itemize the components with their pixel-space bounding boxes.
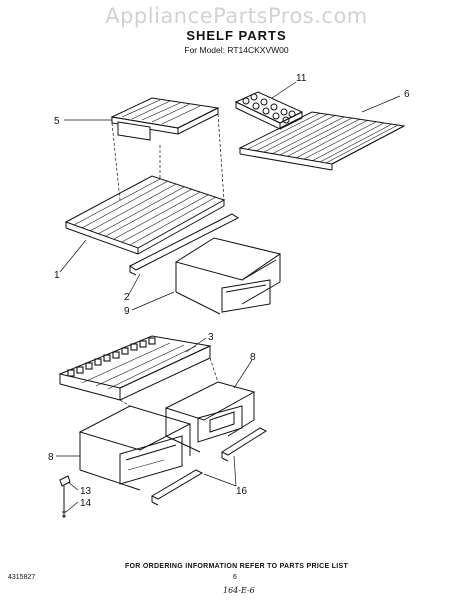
callout-8-left: 8 (48, 452, 54, 463)
document-number: 4315827 (8, 574, 36, 581)
part-1-wire-shelf (64, 175, 226, 255)
model-subtitle: For Model: RT14CKXVW00 (184, 45, 289, 55)
leader-lines (56, 81, 401, 513)
part-5-small-shelf (110, 97, 220, 141)
page-title: SHELF PARTS (186, 28, 287, 43)
part-9-crisper-drawer (174, 237, 282, 315)
callout-14: 14 (80, 498, 92, 509)
callout-11: 11 (296, 73, 307, 84)
callout-8-right: 8 (250, 352, 256, 363)
part-3-crisper-cover (58, 335, 212, 401)
part-13-14-clip (59, 475, 71, 518)
alignment-lines (111, 113, 225, 407)
part-2-rail (129, 213, 239, 276)
part-8-right-drawer (164, 381, 256, 453)
part-6-wire-shelf (238, 111, 406, 171)
callout-6: 6 (404, 89, 410, 100)
handwritten-note: 164-E-6 (223, 586, 255, 595)
callout-3: 3 (208, 332, 214, 343)
callout-1: 1 (54, 270, 60, 281)
callout-16: 16 (236, 486, 248, 497)
page-number: 6 (233, 574, 237, 581)
part-8-left-drawer (78, 405, 192, 491)
callout-5: 5 (54, 116, 60, 127)
callout-2: 2 (124, 292, 130, 303)
site-watermark: AppliancePartsPros.com (105, 4, 368, 28)
part-11-egg-tray (234, 91, 304, 130)
ordering-note: FOR ORDERING INFORMATION REFER TO PARTS … (124, 563, 349, 570)
callout-9: 9 (124, 306, 130, 317)
callout-13: 13 (80, 486, 92, 497)
part-16-drawer-rails (150, 427, 268, 506)
